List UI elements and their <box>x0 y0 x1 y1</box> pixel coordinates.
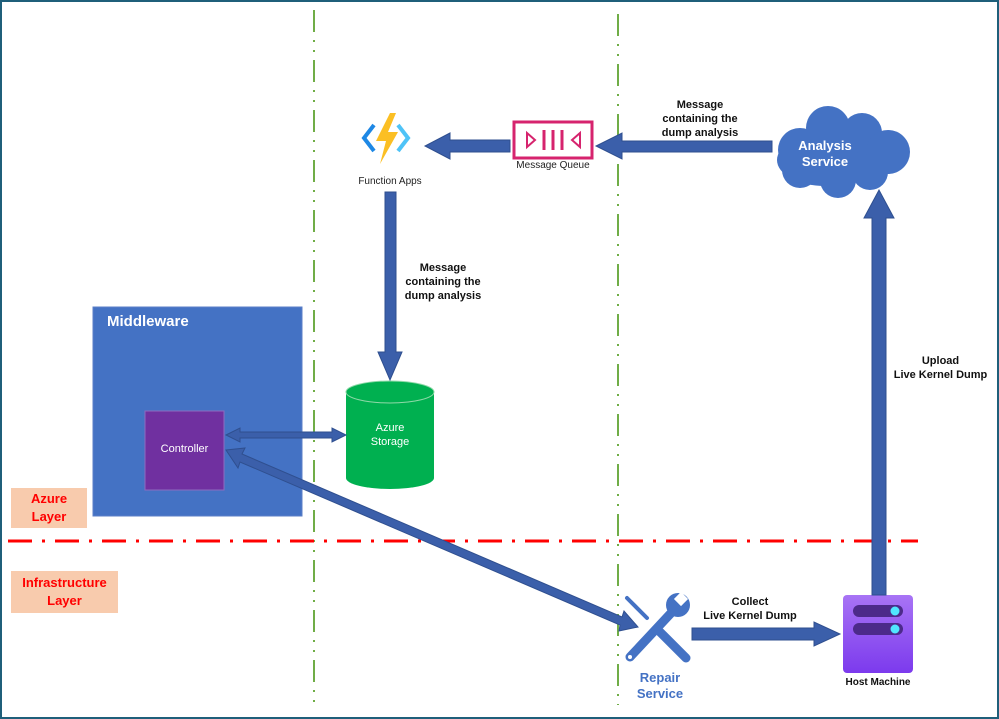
azure-storage-label: Azure Storage <box>370 422 410 448</box>
server-icon[interactable] <box>843 595 913 673</box>
cloud-icon[interactable] <box>777 106 910 198</box>
arrow-functions-to-storage <box>377 191 403 382</box>
arrow-repair-to-host <box>691 621 842 647</box>
layer-tag-azure: Azure Layer <box>11 488 87 528</box>
middleware-label: Middleware <box>107 313 189 330</box>
arrow-host-to-analysis <box>863 188 895 596</box>
controller-label: Controller <box>160 443 209 455</box>
host-machine-label: Host Machine <box>845 677 911 688</box>
edge-label-repair-to-host: Collect Live Kernel Dump <box>703 596 797 622</box>
arrow-queue-to-functions <box>423 132 511 160</box>
cylinder-icon[interactable] <box>345 380 435 489</box>
layer-tag-infrastructure: Infrastructure Layer <box>11 571 118 613</box>
repair-service-label: Repair Service <box>636 670 684 702</box>
message-queue-label: Message Queue <box>516 160 590 171</box>
arrow-analysis-to-queue <box>594 132 773 160</box>
arrow-controller-storage <box>224 427 348 443</box>
lightning-bracket-icon[interactable] <box>361 113 411 164</box>
edge-label-analysis-to-queue: Message containing the dump analysis <box>661 99 739 139</box>
edge-label-host-to-analysis: Upload Live Kernel Dump <box>893 355 988 381</box>
wrench-screwdriver-icon[interactable] <box>625 591 691 663</box>
analysis-service-label: Analysis Service <box>798 138 852 170</box>
queue-icon[interactable] <box>512 120 594 160</box>
arrow-controller-repair <box>225 447 639 632</box>
controller-box[interactable] <box>144 410 225 491</box>
edge-label-functions-to-storage: Message containing the dump analysis <box>404 262 482 302</box>
function-apps-label: Function Apps <box>358 176 422 187</box>
